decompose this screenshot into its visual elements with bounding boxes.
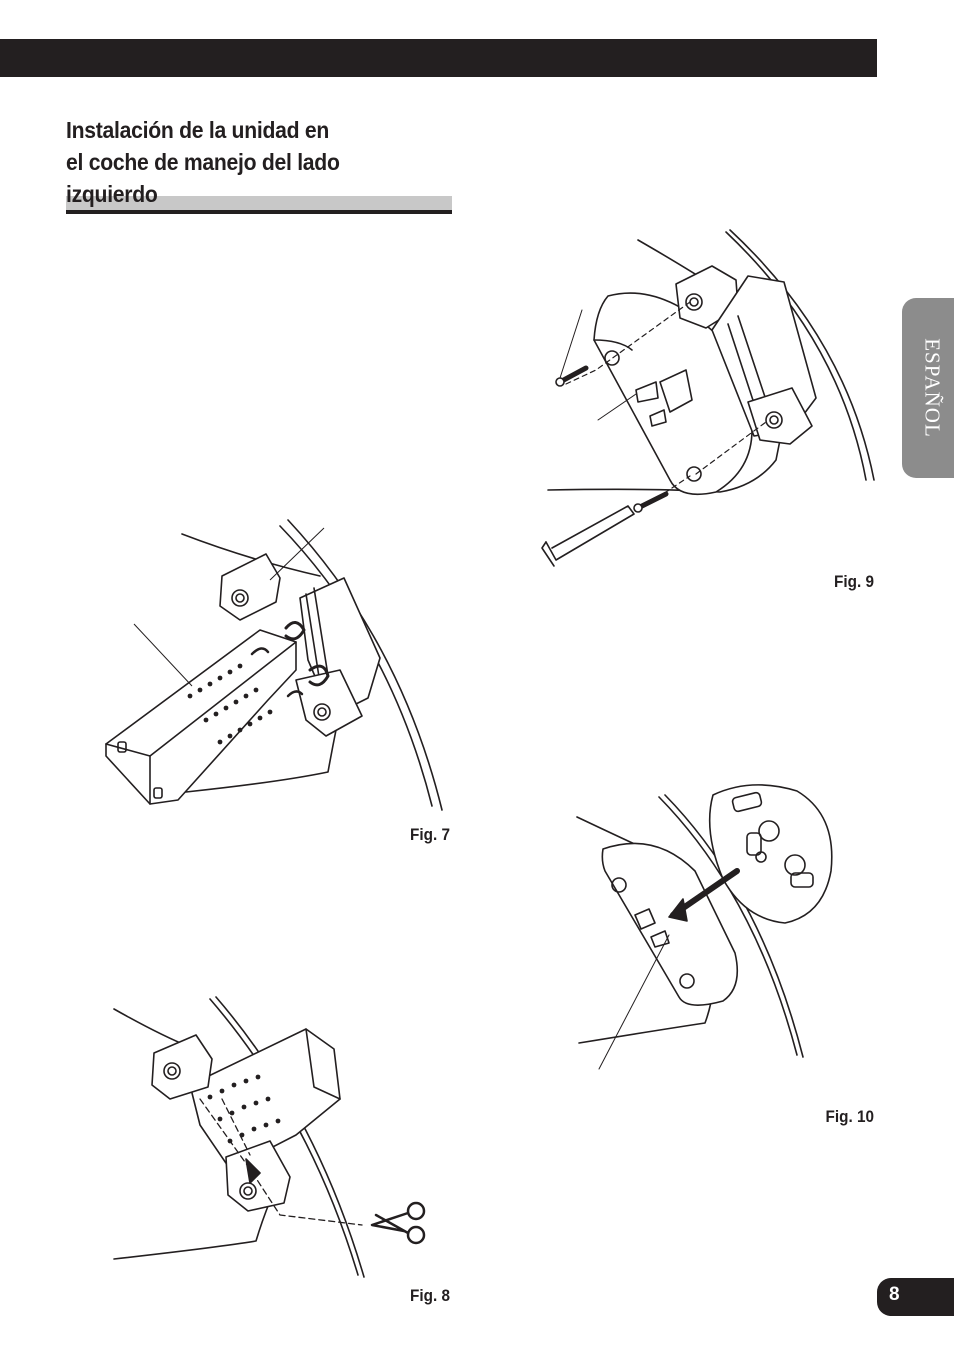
figure-10-caption: Fig. 10 xyxy=(825,1107,874,1126)
heading-underline-black xyxy=(66,210,452,214)
heading-underline-grey xyxy=(66,196,452,210)
language-tab: ESPAÑOL xyxy=(902,298,954,478)
section-heading: Instalación de la unidad en el coche de … xyxy=(66,114,397,210)
page-number-tab: 8 xyxy=(877,1278,954,1316)
heading-line-1: Instalación de la unidad en xyxy=(66,117,329,143)
figure-7-illustration xyxy=(100,520,440,820)
heading-line-2: el coche de manejo del lado xyxy=(66,149,340,175)
figure-10-illustration xyxy=(575,775,875,1075)
figure-7-caption: Fig. 7 xyxy=(410,825,450,844)
heading-line-3: izquierdo xyxy=(66,181,158,207)
page-number: 8 xyxy=(889,1284,900,1305)
header-bar xyxy=(0,39,877,77)
figure-9-illustration xyxy=(540,230,880,570)
figure-8-illustration xyxy=(100,995,440,1285)
figure-8-caption: Fig. 8 xyxy=(410,1286,450,1305)
language-tab-label: ESPAÑOL xyxy=(920,338,945,438)
figure-9-caption: Fig. 9 xyxy=(834,572,874,591)
